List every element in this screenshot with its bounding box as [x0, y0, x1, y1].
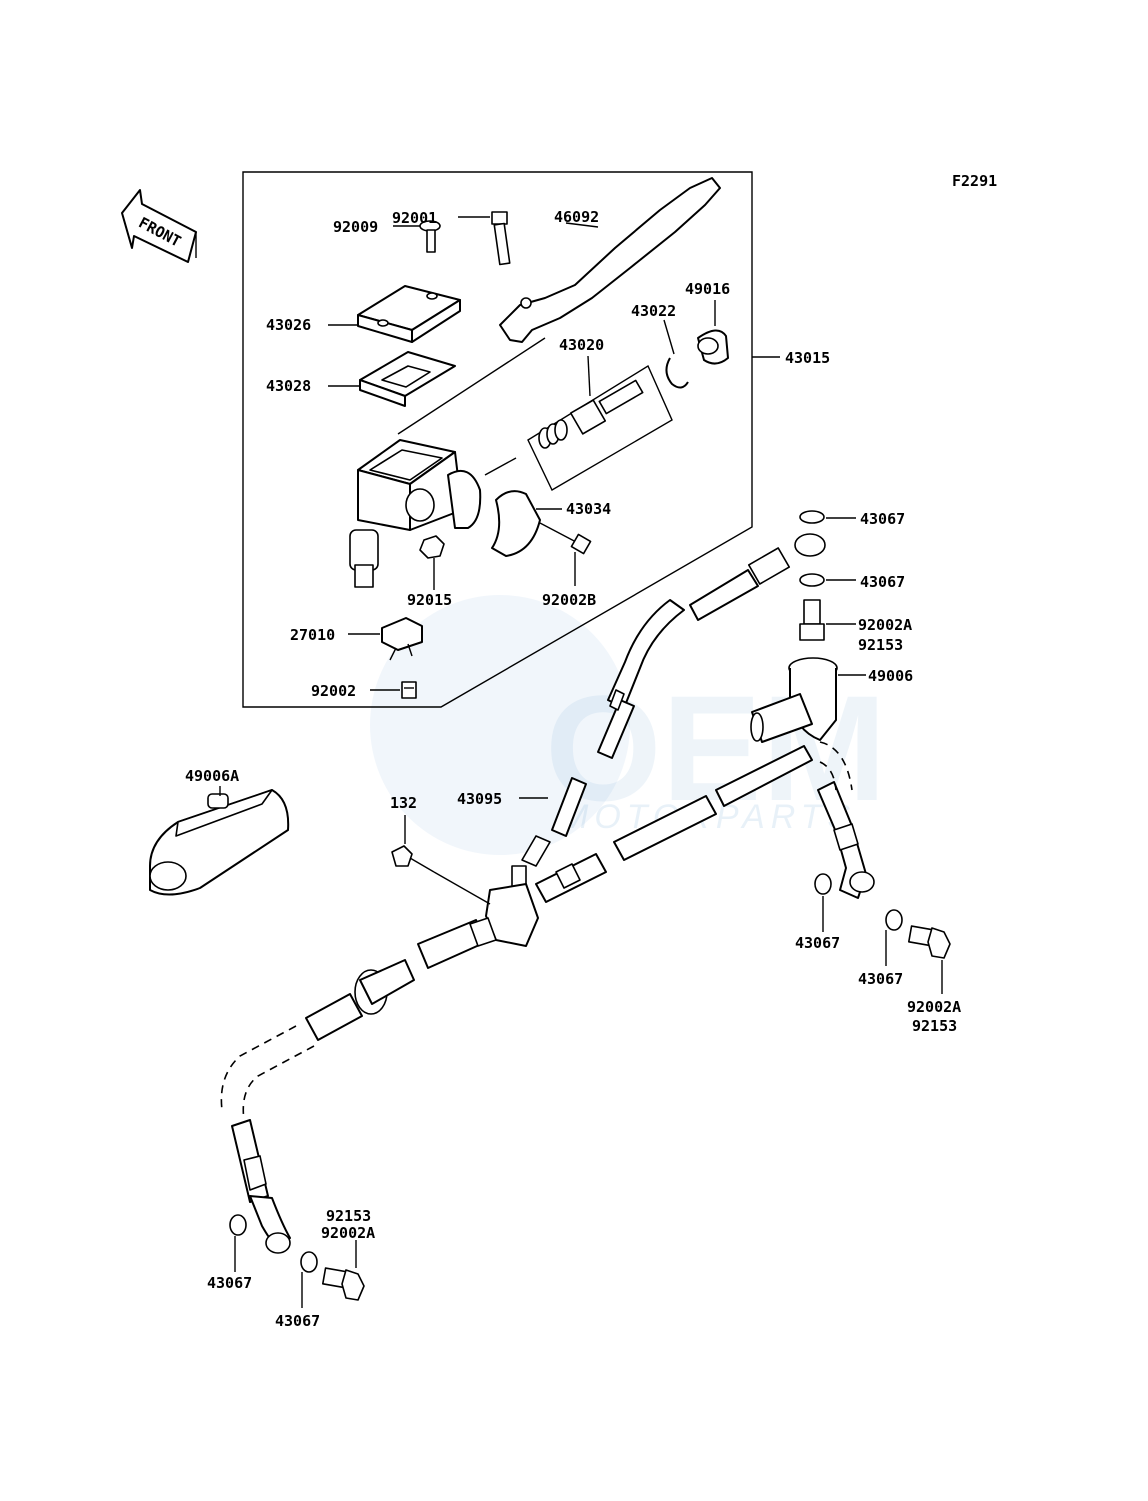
figure-code: F2291	[952, 172, 997, 190]
banjo-bolt-92002A-top	[799, 599, 825, 641]
label-92002A-a: 92002A	[858, 616, 912, 634]
label-92002A-b: 92002A	[907, 998, 961, 1016]
label-132: 132	[390, 794, 417, 812]
label-43067-b: 43067	[860, 573, 905, 591]
washer-43067-e	[229, 1214, 247, 1236]
lever-46092	[499, 177, 721, 343]
washer-43067-a	[799, 510, 825, 524]
label-43026: 43026	[266, 316, 311, 334]
assembly-frame	[242, 171, 753, 708]
label-46092: 46092	[554, 208, 599, 226]
cover-49006	[750, 657, 838, 743]
boot-49016	[697, 329, 729, 365]
brake-hose-lower	[220, 741, 875, 1254]
label-43067-a: 43067	[860, 510, 905, 528]
master-cylinder-body	[349, 337, 546, 588]
label-43015: 43015	[785, 349, 830, 367]
label-92009: 92009	[333, 218, 378, 236]
label-43067-e: 43067	[207, 1274, 252, 1292]
cover-49006A	[149, 789, 290, 896]
label-43067-f: 43067	[275, 1312, 320, 1330]
label-49006: 49006	[868, 667, 913, 685]
screw-92002	[401, 681, 417, 699]
banjo-bolt-92002A-right	[907, 925, 951, 959]
circlip-43022	[665, 357, 689, 389]
label-92001: 92001	[392, 209, 437, 227]
banjo-bolt-92002A-left	[321, 1267, 365, 1301]
label-43095: 43095	[457, 790, 502, 808]
label-92002A-c: 92002A	[321, 1224, 375, 1242]
clamp-43034	[491, 490, 541, 557]
label-43020: 43020	[559, 336, 604, 354]
front-arrow-icon: FRONT	[121, 189, 197, 263]
label-92015: 92015	[407, 591, 452, 609]
nut-92015	[419, 535, 445, 559]
label-92153-b: 92153	[912, 1017, 957, 1035]
washer-43067-f	[300, 1251, 318, 1273]
label-92153-c: 92153	[326, 1207, 371, 1225]
label-43028: 43028	[266, 377, 311, 395]
washer-43067-d	[885, 909, 903, 931]
label-43067-c: 43067	[795, 934, 840, 952]
bolt-132	[391, 845, 435, 873]
bolt-92002B	[539, 522, 592, 555]
label-92153-a: 92153	[858, 636, 903, 654]
brake-hose-upper	[511, 533, 826, 891]
label-43022: 43022	[631, 302, 676, 320]
label-92002B: 92002B	[542, 591, 596, 609]
bolt-92001	[491, 211, 511, 266]
label-43034: 43034	[566, 500, 611, 518]
label-49006A: 49006A	[185, 767, 239, 785]
switch-27010	[381, 617, 423, 661]
piston-kit-43020	[527, 355, 673, 491]
washer-43067-b	[799, 573, 825, 587]
label-27010: 27010	[290, 626, 335, 644]
diaphragm-43028	[359, 351, 456, 407]
screw-92009	[419, 220, 441, 253]
cap-43026	[357, 285, 461, 343]
label-49016: 49016	[685, 280, 730, 298]
label-43067-d: 43067	[858, 970, 903, 988]
washer-43067-c	[814, 873, 832, 895]
label-92002: 92002	[311, 682, 356, 700]
